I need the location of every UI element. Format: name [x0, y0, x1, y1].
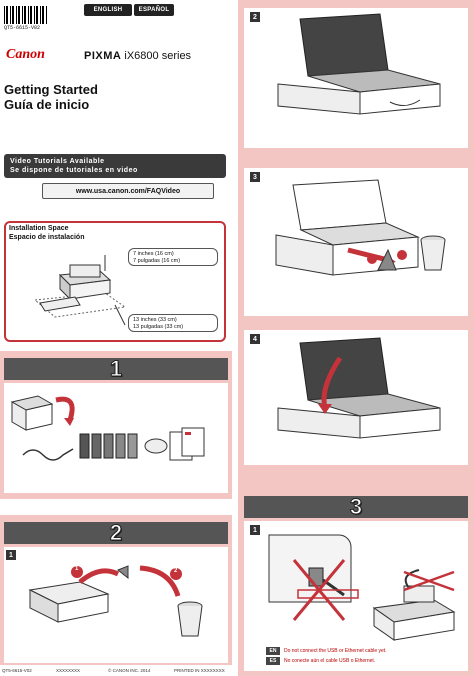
barcode [4, 6, 48, 24]
installation-space-box [4, 221, 226, 342]
title-getting-started: Getting Started [4, 82, 98, 97]
step1-banner: 1 [4, 356, 228, 382]
note-en-tag: EN [266, 647, 280, 655]
callout-top-en: 7 inches (16 cm) [133, 251, 174, 257]
step2-arrow-label-1: 1 [75, 566, 79, 572]
step2-remove-tape-illustration [28, 565, 203, 637]
footer-code: QT5-6615-V02 [2, 668, 32, 673]
usb-cable-illustration [268, 534, 456, 641]
callout-front-en: 13 inches (33 cm) [133, 317, 177, 323]
step2-banner: 2 [4, 520, 228, 546]
video-tutorials-banner: Video Tutorials Available Se dispone de … [4, 154, 226, 178]
step3-banner: 3 [244, 494, 468, 520]
step1-number: 1 [109, 356, 123, 382]
step2-number: 2 [109, 520, 123, 546]
substep4-number: 4 [250, 334, 260, 344]
installation-title-en: Installation Space [9, 225, 69, 232]
product-prefix: PIXMA [84, 50, 122, 62]
title-guia-de-inicio: Guía de inicio [4, 97, 90, 112]
installation-diagram [33, 255, 127, 326]
step2-arrow-label-2: 2 [174, 568, 178, 574]
product-model: iX6800 series [124, 50, 192, 62]
substep3-number: 3 [250, 172, 260, 182]
note-en-text: Do not connect the USB or Ethernet cable… [284, 648, 387, 654]
video-line-en: Video Tutorials Available [10, 158, 105, 165]
footer-copyright: © CANON INC. 2014 [108, 668, 151, 673]
callout-front-clearance: 13 inches (33 cm) 13 pulgadas (33 cm) [128, 314, 218, 332]
video-url-link[interactable]: www.usa.canon.com/FAQVideo [42, 183, 214, 199]
barcode-number: QT5-6615-V02 [4, 25, 41, 31]
footer-printed: PRINTED IN XXXXXXXX [174, 668, 225, 673]
tab-espanol[interactable]: ESPAÑOL [134, 4, 174, 16]
printer-open-cover-illustration [277, 13, 441, 115]
installation-title-es: Espacio de instalación [9, 234, 85, 241]
note-es-text: No conecte aún el cable USB o Ethernet. [284, 658, 376, 664]
callout-top-clearance: 7 inches (16 cm) 7 pulgadas (16 cm) [128, 248, 218, 266]
close-cover-illustration [277, 337, 441, 439]
step3-substep-1: 1 [250, 525, 260, 535]
tab-english[interactable]: ENGLISH [84, 4, 132, 16]
video-line-es: Se dispone de tutoriales en video [10, 167, 138, 174]
substep2-number: 2 [250, 12, 260, 22]
callout-front-es: 13 pulgadas (33 cm) [133, 324, 184, 330]
callout-top-es: 7 pulgadas (16 cm) [133, 258, 181, 264]
remove-protective-material-illustration [275, 179, 446, 276]
step3-number: 3 [349, 494, 363, 520]
note-es-tag: ES [266, 657, 280, 665]
product-name: PIXMA iX6800 series [84, 50, 191, 62]
footer-x1: XXXXXXXX [56, 668, 81, 673]
step2-substep-1: 1 [6, 550, 16, 560]
canon-logo: Canon [6, 47, 45, 62]
step1-illustration [10, 395, 205, 461]
